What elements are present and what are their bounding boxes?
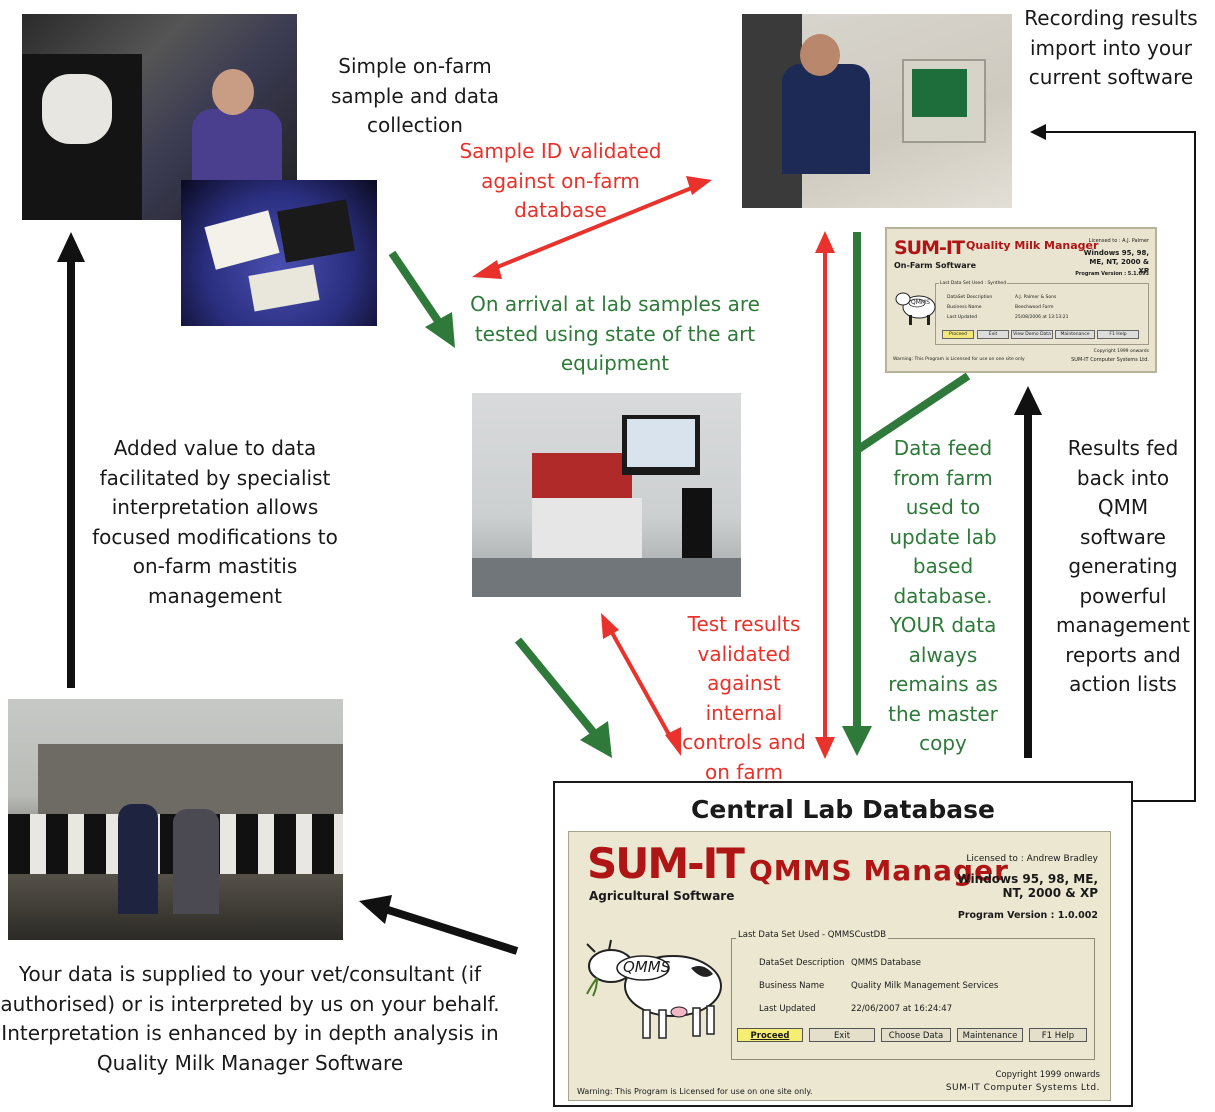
qmm-product-name: Quality Milk Manager: [966, 239, 1099, 252]
lab-equipment-photo: [472, 393, 741, 597]
arrow-green-to-lab: [388, 250, 455, 348]
arrow-black-results-up: [1014, 386, 1042, 758]
qmm-windows: Windows 95, 98, ME, NT, 2000 & XP: [1083, 249, 1149, 275]
qmms-row-key: Last Updated: [759, 1004, 816, 1014]
qmms-windows: Windows 95, 98, ME, NT, 2000 & XP: [957, 872, 1098, 900]
qmm-row-value: 25/08/2006 at 13:13:21: [1015, 315, 1069, 320]
qmm-row-key: DataSet Description: [947, 295, 993, 300]
qmm-proceed-button[interactable]: Proceed: [942, 330, 974, 339]
qmm-data-group: [935, 283, 1149, 345]
qmm-company: SUM-IT Computer Systems Ltd.: [1071, 357, 1149, 363]
qmms-row-value: 22/06/2007 at 16:24:47: [851, 1004, 953, 1014]
cow-icon: [586, 939, 722, 1039]
proceed-button[interactable]: Proceed: [737, 1028, 803, 1042]
qmm-row-key: Last Updated: [947, 315, 977, 320]
label-sample-id: Sample ID validated against on-farm data…: [459, 139, 662, 222]
barn-photo: [8, 699, 343, 940]
qmm-row-key: Business Name: [947, 305, 982, 310]
qmm-warning: Warning: This Program is Licensed for us…: [893, 357, 1025, 362]
qmms-licensed-to: Licensed to : Andrew Bradley: [966, 854, 1098, 864]
qmms-company: SUM-IT Computer Systems Ltd.: [945, 1083, 1100, 1093]
qmms-copyright: Copyright 1999 onwards: [995, 1070, 1101, 1080]
arrow-up-left: [57, 232, 85, 688]
qmm-exit-button[interactable]: Exit: [977, 330, 1009, 339]
qmms-warning: Warning: This Program is Licensed for us…: [577, 1087, 813, 1096]
qmms-row-key: DataSet Description: [759, 958, 845, 968]
arrow-red-sample-id: [472, 176, 712, 279]
qmm-row-value: Beechwood Farm: [1015, 305, 1054, 310]
qmms-cow-label: QMMS: [623, 958, 671, 976]
qmms-manager-screenshot: SUM-IT QMMS Manager Agricultural Softwar…: [568, 831, 1111, 1101]
qmm-last-data: Last Data Set Used : Synthed: [939, 281, 1008, 286]
label-supplied: Your data is supplied to your vet/consul…: [0, 962, 500, 1075]
qmm-subtitle: On-Farm Software: [894, 261, 976, 270]
qmms-product-name: QMMS Manager: [749, 854, 1009, 887]
qmms-windows-line1: Windows 95, 98, ME,: [957, 872, 1098, 886]
choose-data-button[interactable]: Choose Data: [881, 1028, 951, 1042]
qmm-maintenance-button[interactable]: Maintenance: [1055, 330, 1095, 339]
arrow-green-vertical: [842, 232, 971, 756]
label-data-feed: Data feed from farm used to update lab b…: [888, 436, 998, 755]
qmm-copyright: Copyright 1999 onwards: [1093, 349, 1149, 354]
sample-kit-photo: [181, 180, 377, 326]
qmms-version: Program Version : 1.0.002: [957, 910, 1098, 921]
help-button[interactable]: F1 Help: [1029, 1028, 1087, 1042]
sumit-logo: SUM-IT: [894, 237, 965, 259]
label-results-fed: Results fed back into QMM software gener…: [1056, 436, 1190, 696]
qmm-row-value: A.J. Palmer & Sons: [1015, 295, 1057, 300]
qmms-windows-line2: NT, 2000 & XP: [1002, 886, 1098, 900]
label-import: Recording results import into your curre…: [1024, 6, 1198, 89]
central-lab-title: Central Lab Database: [691, 795, 995, 824]
qmms-subtitle: Agricultural Software: [589, 889, 735, 903]
cow-icon: [895, 292, 936, 325]
qmm-licensed-to: Licensed to : A.J. Palmer: [1088, 238, 1149, 244]
arrow-black-to-barn: [359, 895, 519, 955]
label-added-value: Added value to data facilitated by speci…: [92, 436, 338, 608]
qmm-onfarm-screenshot: SUM-IT Quality Milk Manager On-Farm Soft…: [885, 227, 1157, 373]
qmms-row-value: Quality Milk Management Services: [851, 981, 999, 991]
qmm-cow-label: QMMS: [911, 299, 930, 306]
maintenance-button[interactable]: Maintenance: [957, 1028, 1023, 1042]
milking-photo: [22, 14, 297, 220]
qmms-row-key: Business Name: [759, 981, 825, 991]
sumit-logo: SUM-IT: [587, 839, 745, 888]
arrow-green-to-db: [514, 637, 612, 758]
arrow-red-vertical: [815, 231, 835, 759]
label-arrival: On arrival at lab samples are tested usi…: [470, 292, 760, 375]
exit-button[interactable]: Exit: [809, 1028, 875, 1042]
qmm-version: Program Version : 5.1.093: [1075, 271, 1149, 277]
qmm-help-button[interactable]: F1 Help: [1097, 330, 1139, 339]
arrow-red-test-results: [601, 613, 681, 756]
qmms-data-group: [731, 938, 1095, 1060]
office-photo: [742, 14, 1012, 208]
qmm-view-demo-button[interactable]: View Demo Data: [1011, 330, 1053, 339]
label-onfarm: Simple on-farm sample and data collectio…: [330, 54, 500, 137]
qmms-group-label: Last Data Set Used - QMMSCustDB: [736, 930, 889, 940]
arrow-import-connector: [1030, 124, 1196, 802]
qmms-row-value: QMMS Database: [851, 958, 922, 968]
